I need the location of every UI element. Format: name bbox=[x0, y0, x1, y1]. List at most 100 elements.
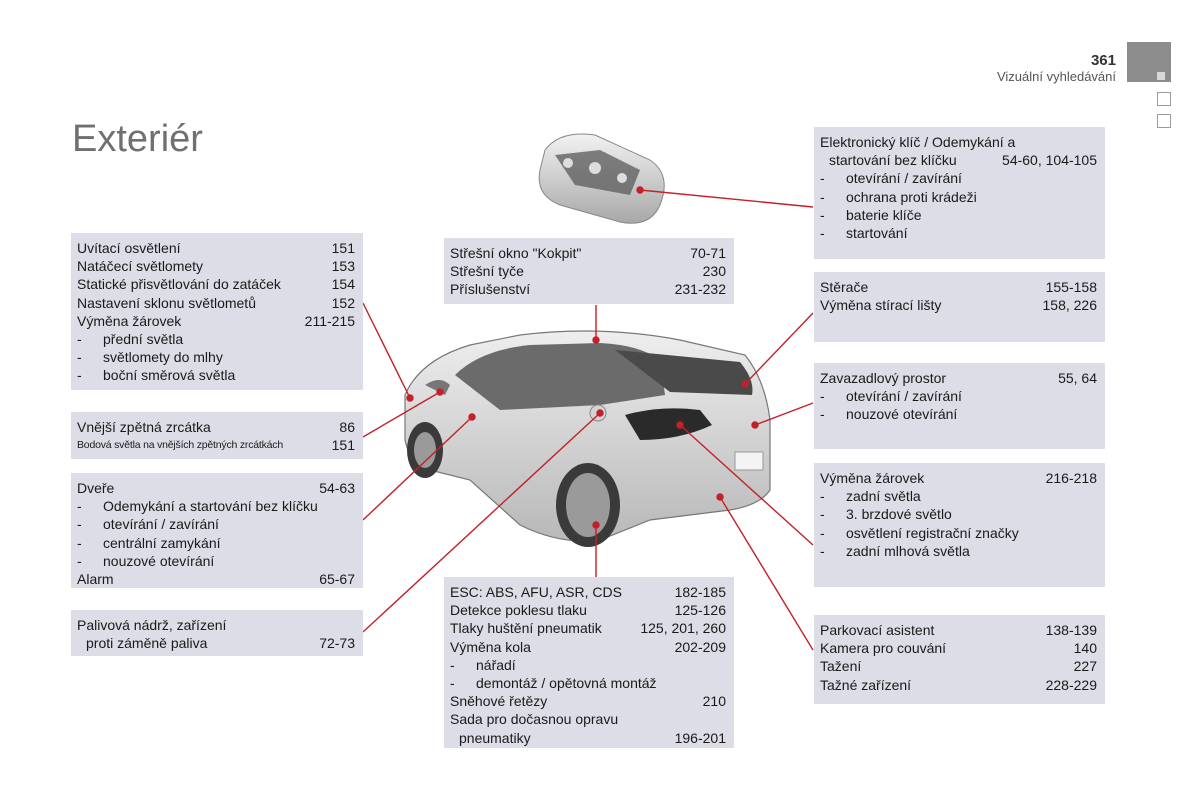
page-reference: 216-218 bbox=[1045, 470, 1097, 486]
index-entry: -Odemykání a startování bez klíčku bbox=[71, 497, 363, 515]
page-reference: 202-209 bbox=[674, 638, 726, 655]
entry-text: Tlaky huštění pneumatik bbox=[450, 620, 602, 637]
entry-label: -otevírání / zavírání bbox=[77, 515, 219, 533]
page-reference: 182-185 bbox=[674, 584, 726, 600]
bullet-dash: - bbox=[77, 516, 82, 533]
index-entry: Bodová světla na vnějších zpětných zrcát… bbox=[71, 436, 363, 454]
index-entry: -přední světla bbox=[71, 330, 363, 348]
index-entry: -ochrana proti krádeži bbox=[814, 188, 1105, 206]
entry-text: Zavazadlový prostor bbox=[820, 370, 947, 386]
section-tab bbox=[1127, 42, 1171, 82]
index-entry: -otevírání / zavírání bbox=[71, 515, 363, 533]
entry-label: Příslušenství bbox=[450, 280, 530, 298]
entry-label: - nouzové otevírání bbox=[820, 405, 957, 423]
section-title: Vizuální vyhledávání bbox=[996, 69, 1116, 84]
entry-label: -centrální zamykání bbox=[77, 534, 221, 552]
entry-label: -zadní mlhová světla bbox=[820, 542, 970, 560]
bullet-dash: - bbox=[450, 656, 455, 673]
entry-label: -Odemykání a startování bez klíčku bbox=[77, 497, 318, 515]
index-entry: Uvítací osvětlení 151 bbox=[71, 239, 363, 257]
page-reference: 54-63 bbox=[319, 480, 355, 496]
page-reference: 152 bbox=[331, 294, 355, 311]
entry-text: boční směrová světla bbox=[103, 367, 236, 384]
entry-text: pneumatiky bbox=[459, 729, 531, 746]
page-reference: 158, 226 bbox=[1042, 297, 1098, 314]
entry-text: Nastavení sklonu světlometů bbox=[77, 294, 256, 311]
page-reference: 228-229 bbox=[1045, 676, 1097, 693]
square-icon bbox=[1157, 92, 1171, 106]
page-heading: Exteriér bbox=[72, 118, 203, 160]
entry-label: Vnější zpětná zrcátka bbox=[77, 418, 211, 436]
index-entry: Elektronický klíč / Odemykání a bbox=[814, 133, 1105, 151]
entry-label: Stěrače bbox=[820, 278, 868, 296]
entry-text: ESC: ABS, AFU, ASR, CDS bbox=[450, 584, 622, 600]
index-entry: ESC: ABS, AFU, ASR, CDS 182-185 bbox=[444, 583, 734, 601]
entry-text: Odemykání a startování bez klíčku bbox=[103, 498, 318, 515]
index-entry: Tažné zařízení 228-229 bbox=[814, 676, 1105, 694]
entry-text: Tažení bbox=[820, 658, 862, 675]
index-entry: Palivová nádrž, zařízení bbox=[71, 616, 363, 634]
index-entry: Natáčecí světlomety 153 bbox=[71, 257, 363, 275]
entry-text: Výměna žárovek bbox=[77, 312, 182, 329]
index-entry: -otevírání / zavírání bbox=[814, 169, 1105, 187]
entry-text: Kamera pro couvání bbox=[820, 640, 947, 657]
bullet-dash: - bbox=[450, 674, 455, 691]
entry-label: Výměna kola bbox=[450, 638, 531, 656]
entry-label: Výměna stírací lišty bbox=[820, 296, 941, 314]
entry-text: Uvítací osvětlení bbox=[77, 240, 181, 256]
entry-label: Sněhové řetězy bbox=[450, 692, 547, 710]
entry-label: -světlomety do mlhy bbox=[77, 348, 223, 366]
page-reference: 154 bbox=[331, 276, 355, 293]
entry-text: Sněhové řetězy bbox=[450, 693, 548, 710]
entry-label: Střešní okno "Kokpit" bbox=[450, 244, 581, 262]
entry-label: Parkovací asistent bbox=[820, 621, 934, 639]
entry-text: Střešní tyče bbox=[450, 263, 524, 280]
entry-label: -otevírání / zavírání bbox=[820, 387, 962, 405]
page-reference: 230 bbox=[702, 263, 726, 280]
entry-label: Zavazadlový prostor bbox=[820, 369, 946, 387]
page-reference: 227 bbox=[1073, 658, 1097, 675]
page-reference: 138-139 bbox=[1045, 622, 1097, 638]
entry-text: osvětlení registrační značky bbox=[846, 524, 1019, 541]
page-reference: 153 bbox=[331, 258, 355, 275]
index-entry: Výměna stírací lišty 158, 226 bbox=[814, 296, 1105, 314]
bullet-dash: - bbox=[820, 406, 825, 423]
page-reference: 196-201 bbox=[674, 729, 726, 746]
entry-label: Tažné zařízení bbox=[820, 676, 911, 694]
entry-label: Kamera pro couvání bbox=[820, 639, 946, 657]
entry-text: Střešní okno "Kokpit" bbox=[450, 245, 582, 261]
entry-text: Vnější zpětná zrcátka bbox=[77, 419, 211, 435]
index-entry: -nářadí bbox=[444, 656, 734, 674]
entry-text: Natáčecí světlomety bbox=[77, 258, 204, 275]
entry-text: otevírání / zavírání bbox=[846, 388, 962, 405]
index-entry: Střešní tyče 230 bbox=[444, 262, 734, 280]
index-entry: pneumatiky 196-201 bbox=[444, 729, 734, 747]
entry-label: -boční směrová světla bbox=[77, 366, 235, 384]
page-reference: 151 bbox=[331, 240, 355, 256]
entry-label: ESC: ABS, AFU, ASR, CDS bbox=[450, 583, 622, 601]
index-entry: Střešní okno "Kokpit"70-71 bbox=[444, 244, 734, 262]
entry-text: Tažné zařízení bbox=[820, 676, 912, 693]
entry-label: -baterie klíče bbox=[820, 206, 921, 224]
entry-label: proti záměně paliva bbox=[86, 634, 207, 652]
entry-text: nouzové otevírání bbox=[846, 406, 958, 423]
index-entry: -osvětlení registrační značky bbox=[814, 524, 1105, 542]
page-reference: 125-126 bbox=[674, 602, 726, 619]
entry-text: Alarm bbox=[77, 570, 114, 587]
entry-label: Tlaky huštění pneumatik bbox=[450, 619, 602, 637]
index-entry: -3. brzdové světlo bbox=[814, 505, 1105, 523]
entry-label: -zadní světla bbox=[820, 487, 921, 505]
bullet-dash: - bbox=[820, 224, 825, 241]
page-reference: 155-158 bbox=[1045, 279, 1097, 295]
tab-marker-icon bbox=[1157, 72, 1165, 80]
entry-label: Střešní tyče bbox=[450, 262, 524, 280]
